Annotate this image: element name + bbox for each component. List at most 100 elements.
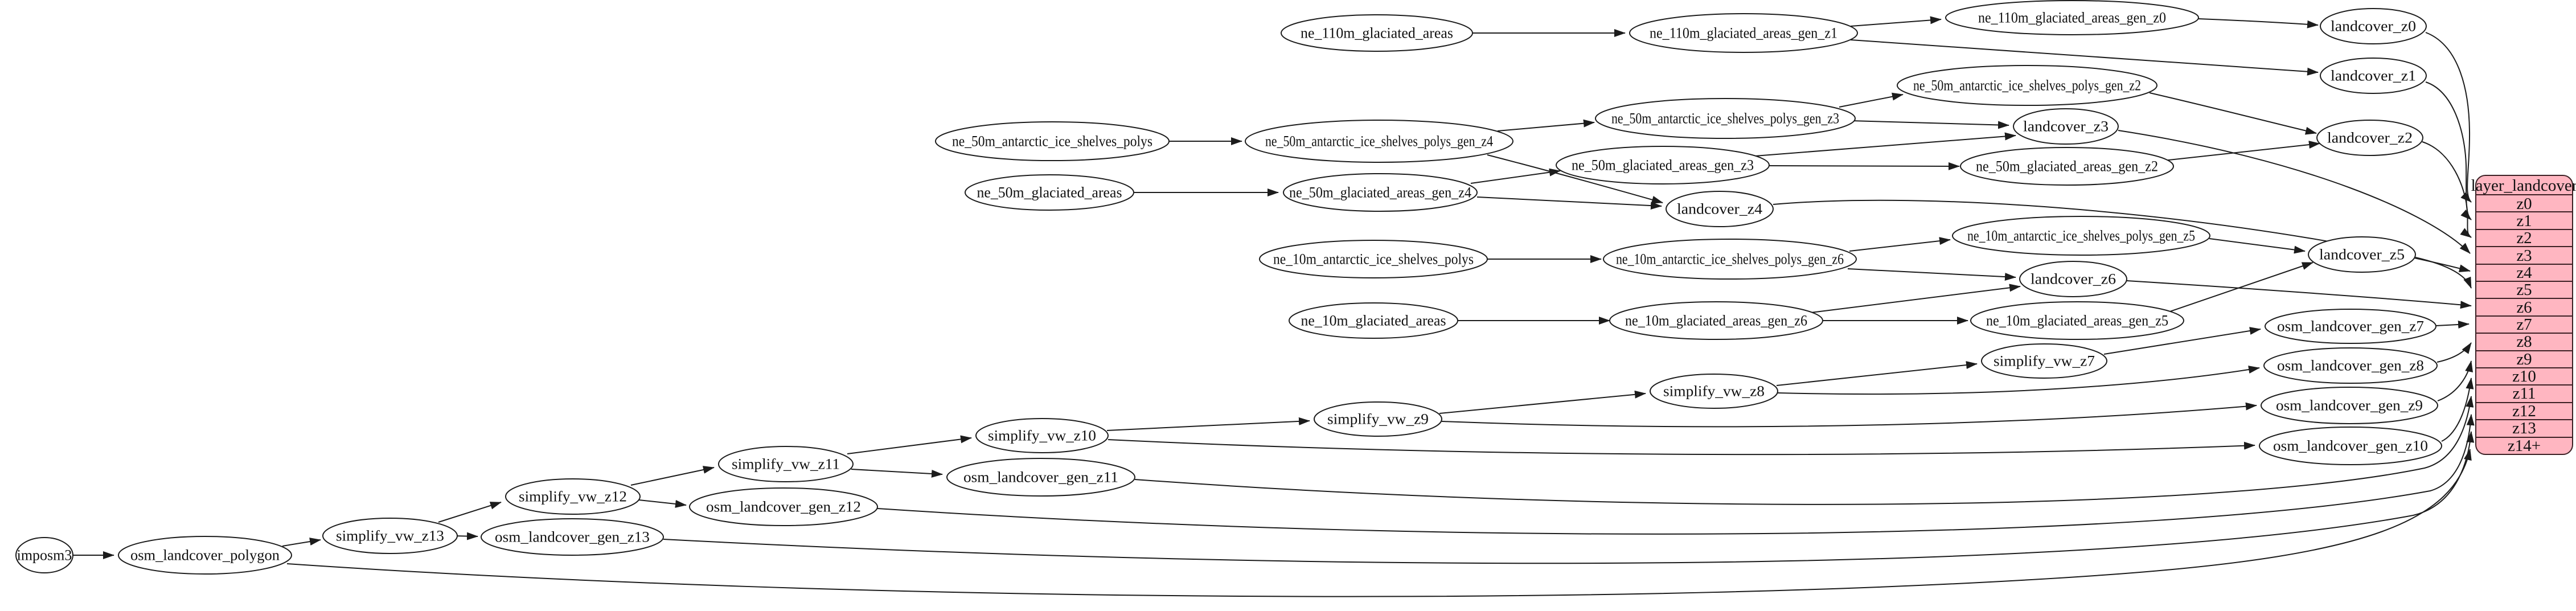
- table-row-z9: z9: [2516, 350, 2532, 368]
- node-label: osm_landcover_gen_z13: [495, 529, 650, 546]
- node-ellipse: [2316, 120, 2423, 156]
- table-row-z13: z13: [2512, 419, 2536, 437]
- node-landcover_z2: landcover_z2: [2316, 120, 2423, 156]
- node-ellipse: [718, 446, 854, 482]
- table-row-z0: z0: [2516, 195, 2532, 213]
- node-ellipse: [1314, 401, 1442, 437]
- edge-ne_10m_antarctic_gen_z5--landcover_z5: [2209, 238, 2306, 254]
- edge-simplify_vw_z10--osm_landcover_gen_z10: [1107, 439, 2255, 456]
- node-ellipse: [1283, 173, 1478, 212]
- edge-osm_landcover_gen_z9--row_z9: [2437, 360, 2473, 401]
- edge-ne_50m_glaciated_gen_z3--landcover_z3: [1754, 132, 2016, 157]
- node-label: simplify_vw_z9: [1327, 411, 1429, 428]
- edge-simplify_vw_z12--simplify_vw_z11: [630, 466, 715, 486]
- edge-ne_10m_antarctic_gen_z6--gen_z5: [1849, 237, 1951, 252]
- node-label: landcover_z6: [2031, 271, 2116, 288]
- table-row-z6: z6: [2516, 298, 2532, 317]
- node-ellipse: [689, 487, 878, 526]
- node-simplify_vw_z8: simplify_vw_z8: [1650, 374, 1778, 409]
- edge-ne_110m_gen_z1--gen_z0: [1850, 16, 1942, 27]
- edges-layer: [72, 16, 2475, 597]
- node-ellipse: [2019, 261, 2127, 297]
- edge-landcover_z6--row_z6: [2126, 280, 2472, 309]
- edge-simplify_vw_z9--simplify_vw_z8: [1439, 390, 1646, 414]
- node-ne_50m_glaciated_areas_gen_z3: ne_50m_glaciated_areas_gen_z3: [1556, 146, 1770, 184]
- node-ne_10m_glaciated_areas_gen_z5: ne_10m_glaciated_areas_gen_z5: [1970, 301, 2184, 340]
- edge-ne_50m_glaciated_gen_z4--gen_z3: [1470, 168, 1561, 184]
- node-ellipse: [946, 458, 1135, 497]
- node-simplify_vw_z10: simplify_vw_z10: [975, 418, 1109, 453]
- node-label: imposm3: [17, 547, 72, 564]
- edge-osm_landcover_gen_z8--row_z8: [2436, 342, 2472, 363]
- node-ellipse: [1981, 343, 2107, 379]
- edge-osm_landcover_gen_z7--row_z7: [2435, 320, 2470, 329]
- node-ellipse: [118, 536, 292, 575]
- table-row-z3: z3: [2516, 247, 2532, 265]
- node-label: landcover_z4: [1677, 201, 1762, 218]
- node-label: ne_50m_glaciated_areas: [977, 184, 1122, 201]
- edge-ne_50m_antarctic_gen_z4--landcover_z4: [1487, 154, 1663, 204]
- node-ellipse: [481, 518, 664, 556]
- node-label: ne_50m_glaciated_areas_gen_z4: [1289, 184, 1471, 201]
- node-label: osm_landcover_gen_z8: [2277, 358, 2424, 374]
- node-ne_10m_antarctic_ice_shelves_polys_gen_z6: ne_10m_antarctic_ice_shelves_polys_gen_z…: [1603, 239, 1857, 280]
- edge-landcover_z5--row_z5: [2415, 257, 2472, 289]
- node-label: ne_10m_antarctic_ice_shelves_polys_gen_z…: [1967, 228, 2195, 244]
- edge-ne_50m_antarctic_gen_z3--gen_z2: [1839, 92, 1904, 108]
- node-ne_10m_glaciated_areas_gen_z6: ne_10m_glaciated_areas_gen_z6: [1609, 301, 1823, 340]
- node-ellipse: [2308, 236, 2416, 273]
- node-label: osm_landcover_gen_z9: [2276, 397, 2423, 414]
- node-ellipse: [2261, 387, 2438, 424]
- node-ellipse: [2263, 347, 2438, 384]
- node-label: landcover_z1: [2331, 68, 2416, 84]
- node-landcover_z3: landcover_z3: [2013, 108, 2119, 145]
- node-simplify_vw_z9: simplify_vw_z9: [1314, 401, 1442, 437]
- edge-simplify_vw_z8--simplify_vw_z7: [1776, 361, 1978, 386]
- node-label: simplify_vw_z12: [519, 489, 627, 505]
- node-ellipse: [1609, 301, 1823, 340]
- node-label: ne_50m_antarctic_ice_shelves_polys: [952, 133, 1152, 150]
- edge-simplify_vw_z13--simplify_vw_z12: [438, 502, 502, 523]
- edge-ne_10m_antarctic_gen_z6--landcover_z6: [1847, 268, 2016, 281]
- node-ellipse: [1970, 301, 2184, 340]
- edge-osm_landcover_polygon--simplify_vw_z13: [282, 538, 321, 547]
- node-ellipse: [505, 478, 641, 515]
- node-ne_110m_glaciated_areas_gen_z1: ne_110m_glaciated_areas_gen_z1: [1629, 13, 1858, 53]
- node-ne_10m_glaciated_areas: ne_10m_glaciated_areas: [1289, 302, 1458, 339]
- table-row-z5: z5: [2516, 281, 2532, 299]
- table-row-z12: z12: [2512, 402, 2536, 420]
- node-ne_50m_glaciated_areas: ne_50m_glaciated_areas: [965, 174, 1134, 211]
- node-label: ne_50m_glaciated_areas_gen_z3: [1572, 157, 1754, 174]
- node-ellipse: [1289, 302, 1458, 339]
- node-ellipse: [2265, 309, 2436, 344]
- node-ellipse: [935, 121, 1170, 161]
- edge-simplify_vw_z12--osm_landcover_gen_z12: [638, 499, 687, 508]
- node-ne_10m_antarctic_ice_shelves_polys: ne_10m_antarctic_ice_shelves_polys: [1259, 240, 1488, 278]
- node-osm_landcover_polygon: osm_landcover_polygon: [118, 536, 292, 575]
- node-ne_50m_antarctic_ice_shelves_polys_gen_z3: ne_50m_antarctic_ice_shelves_polys_gen_z…: [1595, 98, 1856, 139]
- node-simplify_vw_z7: simplify_vw_z7: [1981, 343, 2107, 379]
- edge-ne_110m_gen_z0--landcover_z0: [2198, 18, 2319, 28]
- node-label: osm_landcover_gen_z10: [2273, 438, 2428, 454]
- table-row-z10: z10: [2512, 367, 2536, 386]
- node-ellipse: [1960, 147, 2174, 186]
- node-label: ne_110m_glaciated_areas: [1301, 25, 1453, 42]
- node-osm_landcover_gen_z12: osm_landcover_gen_z12: [689, 487, 878, 526]
- node-ellipse: [2013, 108, 2119, 145]
- edge-ne_110m_gen_z1--landcover_z1: [1850, 39, 2319, 76]
- node-simplify_vw_z12: simplify_vw_z12: [505, 478, 641, 515]
- node-ellipse: [1650, 374, 1778, 409]
- node-ellipse: [1556, 146, 1770, 184]
- node-ellipse: [2320, 58, 2427, 94]
- node-ellipse: [975, 418, 1109, 453]
- node-label: simplify_vw_z13: [336, 528, 444, 544]
- node-label: landcover_z0: [2331, 18, 2416, 35]
- edge-simplify_vw_z11--simplify_vw_z10: [847, 435, 972, 454]
- node-label: simplify_vw_z8: [1663, 383, 1765, 400]
- edge-ne_50m_antarctic_gen_z4--gen_z3: [1497, 119, 1595, 132]
- edge-osm_landcover_polygon--row_z14: [286, 449, 2472, 597]
- node-label: simplify_vw_z7: [1993, 353, 2095, 370]
- node-ne_50m_glaciated_areas_gen_z4: ne_50m_glaciated_areas_gen_z4: [1283, 173, 1478, 212]
- layer-landcover-table: layer_landcover z0 z1 z2 z3 z4 z5 z6 z7 …: [2471, 175, 2576, 455]
